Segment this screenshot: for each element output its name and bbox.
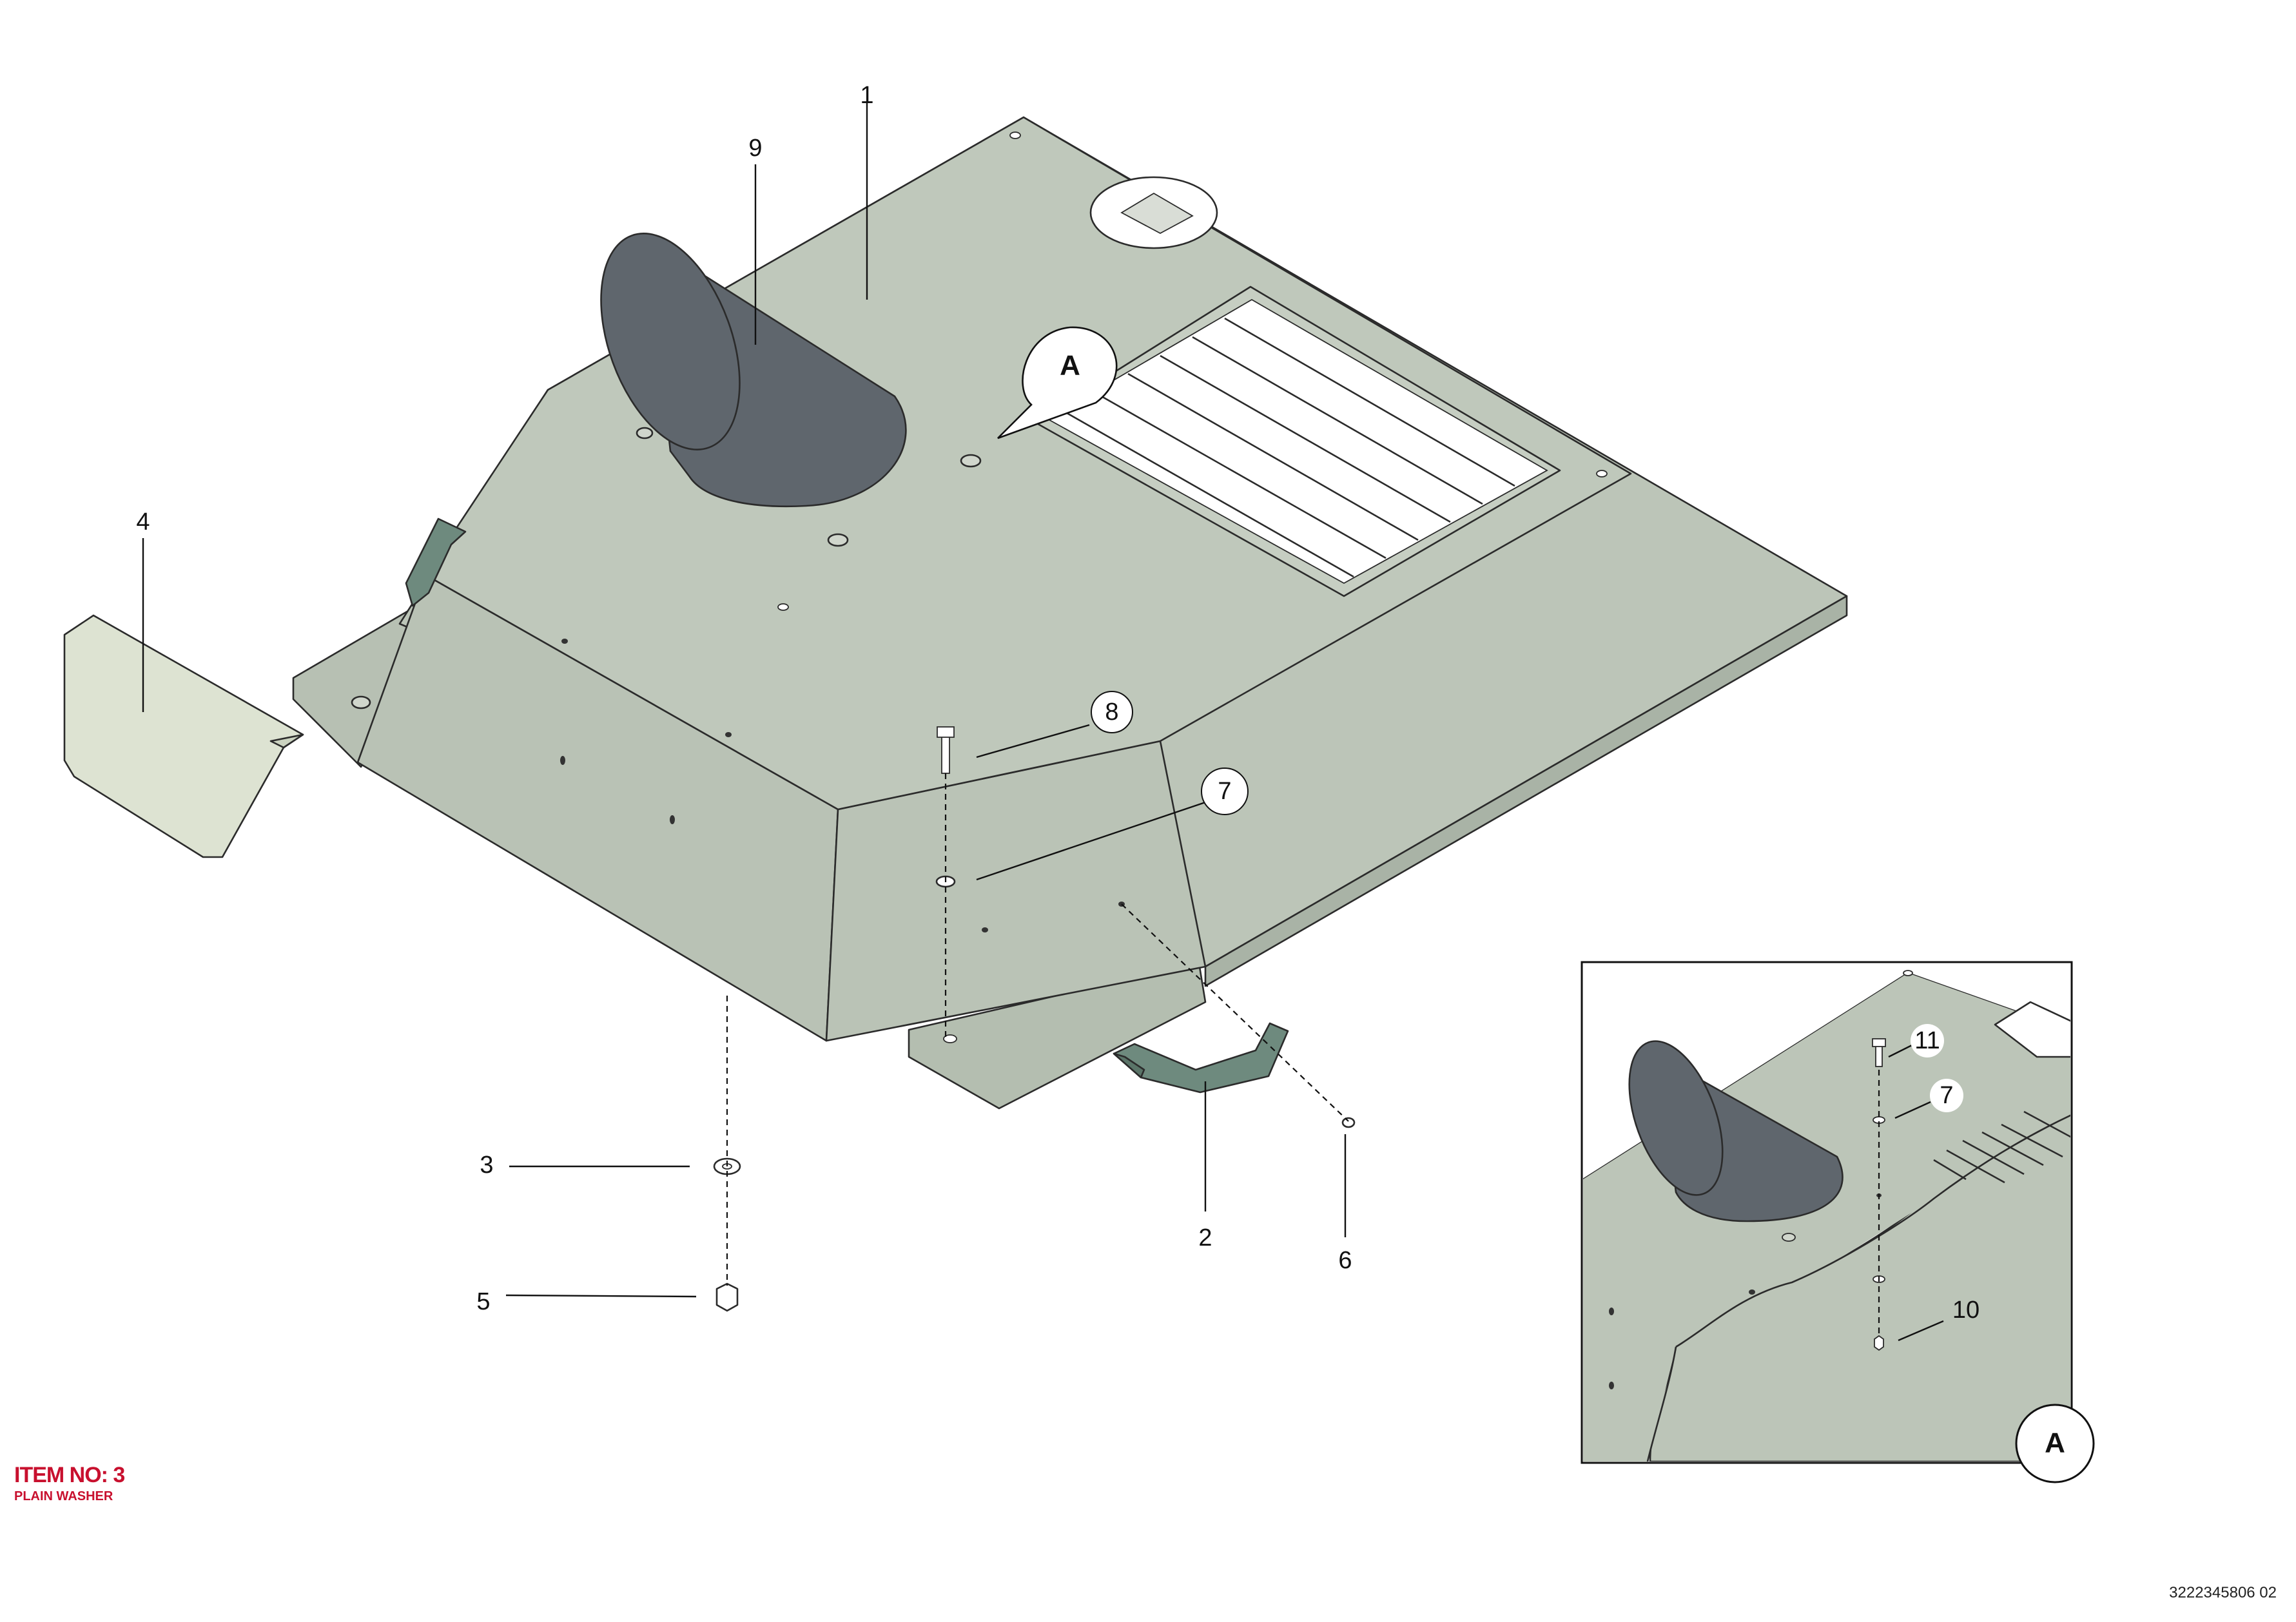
callout-9: 9 <box>748 135 762 162</box>
cone-deflector <box>600 233 907 508</box>
callout-7-bubble <box>1201 768 1249 815</box>
detail-callout-11: 11 <box>1914 1027 1940 1054</box>
vent-grille <box>1033 285 1561 597</box>
detail-callout-7-bubble <box>1930 1079 1963 1112</box>
callout-4: 4 <box>136 508 150 536</box>
callout-2: 2 <box>1198 1224 1212 1251</box>
detail-callout-10: 10 <box>1952 1297 1980 1324</box>
item-description: PLAIN WASHER <box>14 1489 113 1503</box>
panel-holes <box>351 131 1608 1043</box>
left-handle <box>405 517 467 607</box>
main-panel-assembly <box>292 116 1848 1110</box>
callout-8-bubble <box>1091 691 1133 733</box>
assembly-lines <box>726 773 1349 1286</box>
detail-callout-7: 7 <box>1940 1082 1953 1109</box>
callout-7: 7 <box>1218 778 1231 805</box>
top-plate-edge <box>1204 595 1848 987</box>
callout-8: 8 <box>1105 699 1118 726</box>
callout-3: 3 <box>480 1152 493 1179</box>
callout-1: 1 <box>860 82 873 109</box>
callouts-main: 1 9 4 8 7 3 5 2 6 A <box>136 82 1352 1315</box>
detail-marker-a: A <box>1060 350 1080 381</box>
item-number-title: ITEM NO: 3 <box>14 1463 125 1487</box>
detail-view-label: A <box>2045 1427 2065 1459</box>
detail-view-a: 11 7 10 A <box>1581 961 2095 1483</box>
drawing-id: 3222345806 02 <box>2169 1584 2277 1601</box>
callout-5: 5 <box>476 1288 490 1315</box>
detail-marker-bubble <box>997 326 1118 439</box>
detail-view-label-circle <box>2015 1404 2095 1483</box>
handle-bar <box>1113 1022 1289 1094</box>
rear-cutout <box>1089 176 1218 249</box>
side-shield <box>63 614 304 858</box>
detail-callout-11-bubble <box>1911 1024 1944 1057</box>
callout-6: 6 <box>1338 1247 1352 1274</box>
